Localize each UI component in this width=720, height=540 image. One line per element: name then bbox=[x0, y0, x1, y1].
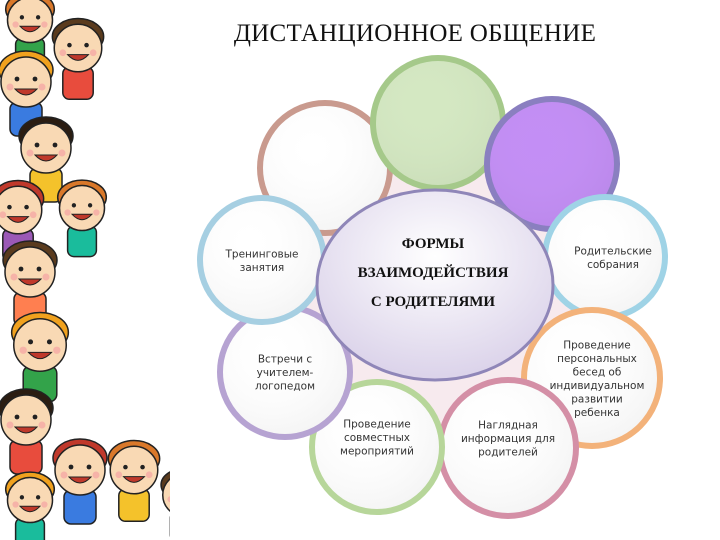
node-label-line: мероприятий bbox=[340, 446, 414, 458]
node-label-line: собрания bbox=[587, 259, 639, 271]
node-shade bbox=[203, 201, 321, 319]
cartoon-child-8 bbox=[10, 311, 70, 403]
node-label-line: Родительские bbox=[574, 245, 652, 257]
node-label-line: Встречи с bbox=[258, 354, 313, 366]
node-shade bbox=[443, 383, 573, 513]
cartoon-child-2 bbox=[51, 17, 105, 101]
node-label-line: совместных bbox=[344, 432, 410, 444]
center-ellipse bbox=[315, 188, 555, 382]
cartoon-child-4 bbox=[18, 116, 74, 203]
center-title-line: ВЗАИМОДЕЙСТВИЯ bbox=[358, 264, 509, 281]
node-training-sessions: Тренинговые занятия bbox=[197, 195, 327, 325]
node-label-line: информация для bbox=[461, 433, 555, 445]
node-label-line: развитии bbox=[571, 393, 622, 405]
node-shade bbox=[548, 200, 662, 314]
cartoon-child-10 bbox=[52, 438, 108, 525]
node-label-line: Проведение bbox=[343, 419, 411, 431]
center-title-line: ФОРМЫ bbox=[402, 236, 465, 252]
slide-title: ДИСТАНЦИОННОЕ ОБЩЕНИЕ bbox=[233, 20, 597, 47]
node-label-line: ребенка bbox=[574, 407, 620, 419]
node-label-line: Проведение bbox=[563, 339, 631, 351]
cartoon-children-border bbox=[0, 0, 170, 540]
cartoon-child-9 bbox=[0, 388, 54, 475]
node-label-line: Тренинговые bbox=[225, 248, 299, 260]
cartoon-child-13 bbox=[4, 471, 56, 540]
node-top-blank bbox=[370, 55, 506, 191]
node-label-line: родителей bbox=[478, 447, 538, 459]
node-parent-meetings: Родительские собрания bbox=[542, 194, 668, 320]
node-label-line: учителем- bbox=[257, 367, 314, 379]
node-label-line: занятия bbox=[240, 262, 284, 274]
node-label-line: логопедом bbox=[255, 381, 315, 393]
cartoon-child-11 bbox=[107, 439, 161, 523]
node-shade bbox=[223, 310, 347, 434]
node-label-line: персональных bbox=[557, 353, 637, 365]
node-shade bbox=[263, 106, 387, 230]
node-shade bbox=[490, 102, 614, 226]
node-top-left-blank bbox=[257, 100, 393, 236]
node-top-right-blank bbox=[484, 96, 620, 232]
cartoon-child-12 bbox=[160, 471, 170, 538]
node-label-line: бесед об bbox=[573, 366, 622, 378]
node-shade bbox=[315, 385, 439, 509]
center-title-line: С РОДИТЕЛЯМИ bbox=[371, 294, 496, 310]
node-label-line: Наглядная bbox=[478, 420, 538, 432]
node-label-line: индивидуальном bbox=[550, 380, 645, 392]
cartoon-child-6 bbox=[56, 179, 108, 258]
node-shade bbox=[376, 61, 500, 185]
